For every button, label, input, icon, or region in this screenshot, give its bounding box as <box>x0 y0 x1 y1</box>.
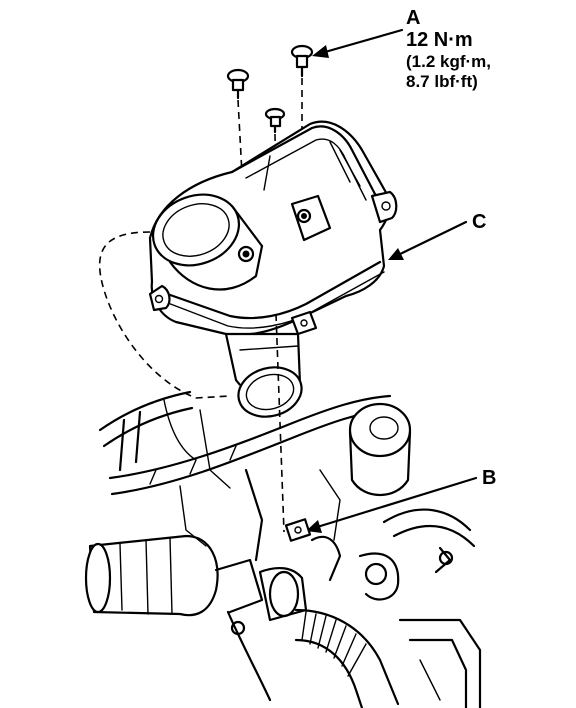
engine-compartment <box>84 390 482 708</box>
callout-a-leader <box>316 28 404 56</box>
callout-b: B <box>306 467 496 533</box>
lower-centerline <box>275 313 285 533</box>
callout-b-leader <box>312 476 478 530</box>
callout-a-letter: A <box>406 7 420 29</box>
callout-c-arrowhead <box>388 248 404 260</box>
callout-a-torque-lbf: 8.7 lbf·ft) <box>406 72 478 91</box>
callout-a-torque-kgf: (1.2 kgf·m, <box>406 52 491 71</box>
hose-dashed-path <box>98 231 231 399</box>
callout-c-letter: C <box>472 211 486 233</box>
callout-a: A 12 N·m (1.2 kgf·m, 8.7 lbf·ft) <box>312 7 491 91</box>
outlet-duct <box>224 332 303 418</box>
callout-a-torque-nm: 12 N·m <box>406 29 473 51</box>
callout-c-leader <box>394 220 468 258</box>
callout-b-letter: B <box>482 467 496 489</box>
callout-a-arrowhead <box>312 45 329 58</box>
callout-c: C <box>388 211 486 260</box>
callout-b-arrowhead <box>306 520 322 533</box>
air-cleaner-housing <box>148 120 398 336</box>
